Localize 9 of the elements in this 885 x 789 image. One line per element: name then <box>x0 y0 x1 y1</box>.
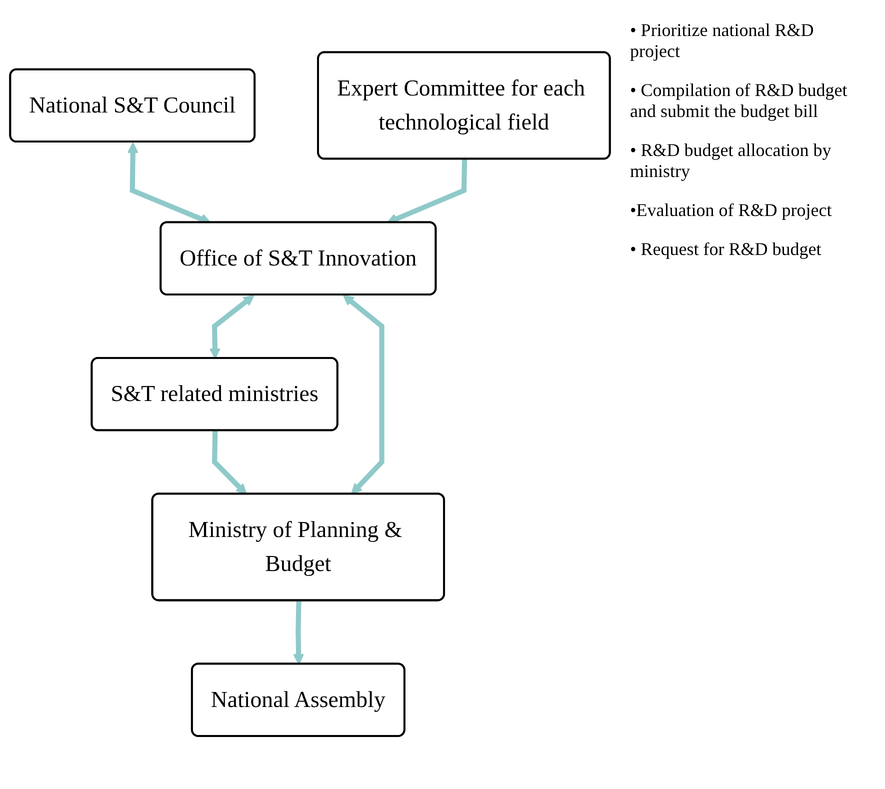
arrow <box>293 601 304 666</box>
arrow <box>212 431 247 496</box>
arrow <box>342 295 384 495</box>
note-text: • R&D budget allocation by ministry <box>630 140 832 182</box>
note-text: • Compilation of R&D budget and submit the budget bill <box>630 80 848 122</box>
note-text: • Prioritize national R&D project <box>630 20 815 62</box>
note-text: • Request for R&D budget <box>630 239 822 260</box>
arrow <box>209 295 254 360</box>
note-text: •Evaluation of R&D project <box>630 200 833 221</box>
